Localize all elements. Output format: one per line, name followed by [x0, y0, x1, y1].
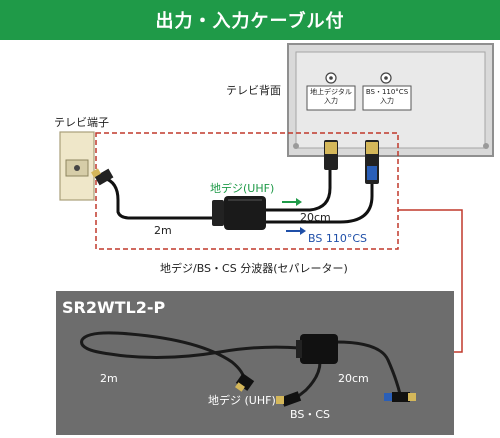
- product-separator: [296, 334, 338, 364]
- product-model: SR2WTL2-P: [62, 298, 166, 317]
- bs-label: BS 110°CS: [308, 232, 367, 245]
- header-banner: 出力・入力ケーブル付: [0, 0, 500, 40]
- connector-terrestrial: [324, 140, 338, 170]
- separator-dashed-box: [95, 132, 399, 250]
- connector-bs: [365, 140, 379, 184]
- product-panel: [56, 291, 454, 435]
- top-cables: [103, 170, 374, 224]
- product-plug-left: [235, 373, 255, 392]
- port-terrestrial-line2: 入力: [324, 97, 338, 105]
- cable-2m-label: 2m: [154, 224, 172, 237]
- direction-arrows: [282, 198, 306, 235]
- header-title: 出力・入力ケーブル付: [155, 11, 345, 32]
- product-cable-20cm: 20cm: [338, 372, 369, 385]
- product-cable-2m: 2m: [100, 372, 118, 385]
- product-uhf-label: 地デジ (UHF): [208, 394, 276, 407]
- product-cables: [80, 331, 402, 400]
- tv-back-label: テレビ背面: [226, 84, 281, 97]
- outlet-plug: [91, 168, 114, 186]
- port-bs-line2: 入力: [380, 97, 394, 105]
- tv-wall-outlet: [59, 131, 95, 201]
- separator-caption: 地デジ/BS・CS 分波器(セパレーター): [160, 262, 348, 275]
- separator-unit: [212, 196, 266, 230]
- port-terrestrial-label: 地上デジタル入力: [309, 88, 353, 106]
- tv-outlet-label: テレビ端子: [54, 116, 109, 129]
- tv-back-panel: [287, 43, 494, 157]
- product-plug-uhf: [276, 391, 302, 407]
- product-plug-bs: [384, 392, 416, 402]
- product-bs-label: BS・CS: [290, 408, 330, 421]
- uhf-label: 地デジ(UHF): [210, 182, 275, 195]
- port-bs-line1: BS・110°CS: [365, 88, 409, 96]
- cable-20cm-label: 20cm: [300, 211, 331, 224]
- port-terrestrial-line1: 地上デジタル: [310, 88, 352, 96]
